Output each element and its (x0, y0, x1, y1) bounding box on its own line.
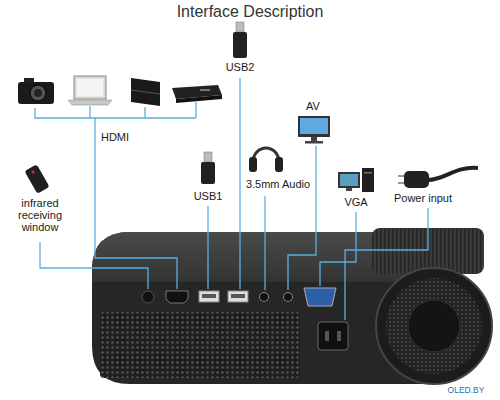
lens (376, 268, 492, 384)
computer-icon (362, 168, 374, 192)
game-console-icon (131, 90, 160, 94)
headphones-icon (249, 148, 283, 172)
game-console-icon (131, 78, 160, 106)
port-label: VGA (342, 196, 369, 209)
usb-stick-icon (201, 152, 215, 184)
power-socket (318, 322, 348, 350)
computer-icon (338, 172, 360, 188)
monitor-icon (300, 118, 328, 134)
dvd-player-icon (176, 95, 222, 103)
power-socket (325, 331, 329, 341)
leader-line (89, 106, 90, 118)
ports (284, 293, 293, 302)
ports (166, 291, 188, 303)
leader-line (207, 206, 208, 289)
power-plug-icon (398, 168, 478, 188)
port-label: HDMI (99, 131, 131, 144)
ports (260, 293, 269, 302)
projector-body (92, 228, 484, 384)
laptop-icon (77, 79, 104, 97)
port-label: AV (304, 100, 322, 113)
leader-line (195, 102, 196, 118)
projector-body (100, 312, 300, 378)
remote-control-icon (24, 164, 49, 194)
laptop-icon (74, 76, 106, 99)
camera-icon (18, 82, 54, 104)
game-console-icon (131, 78, 160, 106)
computer-icon (364, 172, 372, 174)
ports (142, 291, 154, 303)
monitor-icon (305, 141, 323, 144)
port-label: USB2 (224, 61, 257, 74)
ports (142, 288, 336, 306)
ports (231, 294, 245, 298)
leader-line (35, 108, 196, 118)
laptop-icon (68, 76, 112, 105)
monitor-icon (311, 137, 317, 141)
camera-icon (30, 85, 46, 101)
part-label: infrared receiving window (7, 197, 73, 233)
ports (304, 288, 336, 306)
leader-line (288, 146, 316, 290)
leader-line (345, 208, 428, 320)
lens (376, 268, 492, 384)
power-socket (318, 322, 348, 350)
leader-line (239, 78, 240, 289)
leader-line (144, 107, 145, 118)
lens (386, 278, 482, 374)
headphones-icon (275, 157, 283, 172)
ports (199, 291, 219, 302)
camera-icon (18, 78, 54, 104)
leader-line (35, 78, 428, 320)
usb-stick-icon (233, 22, 247, 58)
power-plug-icon (398, 175, 405, 177)
ports (228, 291, 248, 302)
laptop-icon (68, 100, 112, 105)
computer-icon (346, 188, 352, 191)
watermark: OLED.BY (446, 386, 487, 396)
headphones-icon (249, 157, 257, 172)
usb-stick-icon (236, 22, 244, 32)
power-socket (337, 331, 341, 341)
computer-icon (340, 174, 358, 186)
computer-icon (338, 168, 374, 192)
usb-stick-icon (233, 32, 247, 58)
monitor-icon (298, 116, 330, 137)
ports (202, 294, 216, 298)
dvd-player-icon (200, 89, 210, 91)
power-plug-icon (398, 182, 405, 184)
lens (408, 300, 460, 352)
leader-line (264, 196, 265, 290)
leader-line (40, 242, 148, 289)
diagram-title: Interface Description (177, 3, 324, 21)
camera-icon (34, 89, 42, 97)
monitor-icon (298, 116, 330, 144)
port-label: 3.5mm Audio (244, 178, 312, 191)
usb-stick-icon (201, 162, 215, 184)
power-plug-icon (404, 171, 429, 188)
port-label: USB1 (192, 190, 225, 203)
port-label: Power input (392, 192, 454, 205)
usb-stick-icon (204, 152, 212, 162)
remote-control-icon (32, 171, 35, 174)
dvd-player-icon (172, 85, 222, 103)
remote-control-icon (24, 164, 49, 194)
leader-line (320, 212, 356, 286)
power-plug-icon (428, 168, 478, 180)
leader-line (95, 118, 177, 289)
